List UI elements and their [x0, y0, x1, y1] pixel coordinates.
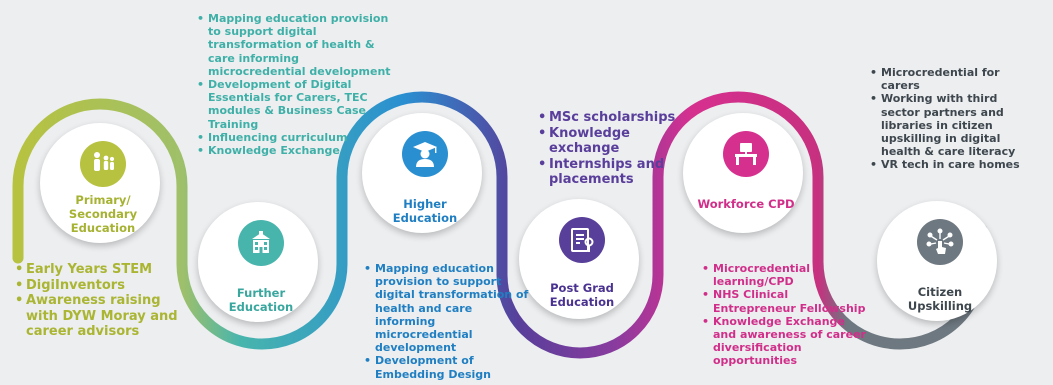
- list-item: Mapping education provision to support d…: [197, 12, 393, 78]
- graduate-icon: [402, 131, 448, 177]
- list-item: Mapping education provision to support d…: [364, 262, 532, 354]
- list-item: DigiInventors: [15, 278, 195, 294]
- stage-post-grad-education: Post Grad Education: [519, 199, 639, 319]
- list-item: Microcredential for carers: [870, 66, 1030, 92]
- list-item: Development of Digital Essentials for Ca…: [197, 78, 393, 131]
- certificate-icon: [559, 217, 605, 263]
- list-item: Early Years STEM: [15, 262, 195, 278]
- citizen-bullet-list: Microcredential for carers Working with …: [870, 66, 1030, 172]
- stage-label: Further Education: [228, 286, 294, 314]
- list-item: Knowledge exchange: [538, 126, 704, 157]
- list-item: Development of Embedding Design: [364, 354, 532, 380]
- list-item: Influencing curriculum: [197, 131, 393, 144]
- list-item: VR tech in care homes: [870, 158, 1030, 171]
- stage-label: Primary/ Secondary Education: [68, 193, 138, 235]
- list-item: Internships and placements: [538, 157, 704, 188]
- stage-citizen-upskilling: Citizen Upskilling: [877, 201, 997, 321]
- list-item: Knowledge Exchange: [197, 144, 393, 157]
- stage-further-education: Further Education: [198, 202, 318, 322]
- workforce-bullet-list: Microcredential learning/CPD NHS Clinica…: [702, 262, 868, 368]
- list-item: MSc scholarships: [538, 110, 704, 126]
- higher-bullet-list: Mapping education provision to support d…: [364, 262, 532, 381]
- desk-icon: [723, 131, 769, 177]
- list-item: Awareness raising with DYW Moray and car…: [15, 293, 195, 340]
- college-building-icon: [238, 220, 284, 266]
- list-item: Knowledge Exchange and awareness of care…: [702, 315, 868, 368]
- stage-label: Workforce CPD: [697, 197, 795, 211]
- postgrad-bullet-list: MSc scholarships Knowledge exchange Inte…: [538, 110, 704, 188]
- list-item: Working with third sector partners and l…: [870, 92, 1030, 158]
- further-bullet-list: Mapping education provision to support d…: [197, 12, 393, 157]
- list-item: NHS Clinical Entrepreneur Fellowship: [702, 288, 868, 314]
- touch-network-icon: [917, 219, 963, 265]
- primary-bullet-list: Early Years STEM DigiInventors Awareness…: [15, 262, 195, 340]
- stage-label: Citizen Upskilling: [907, 285, 973, 313]
- family-icon: [80, 141, 126, 187]
- list-item: Microcredential learning/CPD: [702, 262, 868, 288]
- stage-label: Post Grad Education: [549, 281, 615, 309]
- stage-primary-secondary: Primary/ Secondary Education: [40, 123, 160, 243]
- stage-label: Higher Education: [392, 197, 458, 225]
